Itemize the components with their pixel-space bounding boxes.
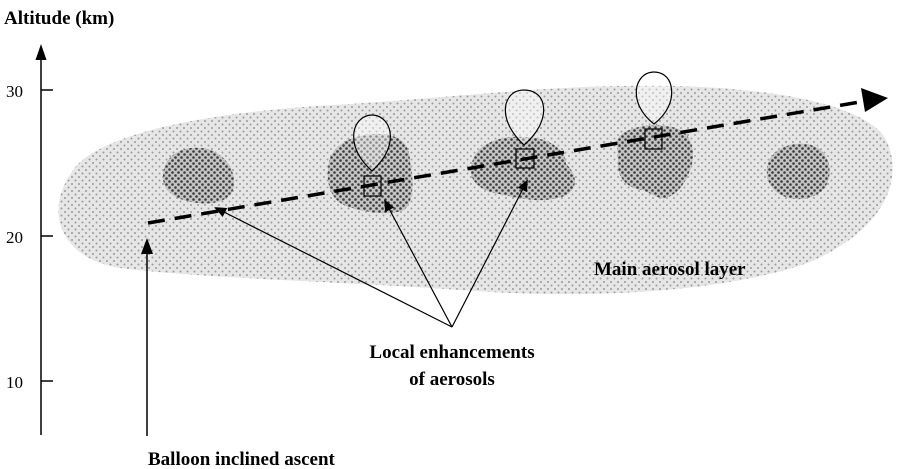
enhancement-pointers [214, 179, 528, 328]
pointer-arrow-2 [384, 199, 453, 328]
axis-title: Altitude (km) [4, 8, 114, 29]
axis-arrowhead-icon [35, 44, 47, 60]
balloon-3-gondola-icon [644, 128, 663, 150]
local-enhancements-label: Local enhancements [369, 342, 534, 363]
balloon-3-envelope-icon [635, 71, 673, 125]
trajectory-dashed-line [147, 100, 861, 225]
ascent-arrow [141, 238, 153, 436]
tick-label-20: 20 [6, 228, 23, 247]
local-enhancement-blobs [162, 125, 830, 214]
pointer-arrow-1 [214, 207, 453, 328]
enhancement-blob-4 [617, 125, 694, 199]
balloons [353, 71, 673, 197]
enhancement-blob-2 [327, 134, 413, 214]
altitude-axis: 30 20 10 Altitude (km) [4, 8, 114, 435]
balloon-2-envelope-icon [504, 89, 545, 146]
pointer-arrow-3 [451, 179, 528, 328]
balloon-1-envelope-icon [353, 114, 391, 172]
balloon-3 [635, 71, 673, 150]
tick-label-30: 30 [6, 82, 23, 101]
enhancement-blob-5 [766, 143, 830, 200]
balloon-trajectory [147, 88, 888, 225]
balloon-ascent-label: Balloon inclined ascent [148, 449, 336, 469]
ascent-arrowhead-icon [141, 238, 153, 254]
enhancement-blob-1 [162, 147, 235, 204]
main-aerosol-layer-label: Main aerosol layer [594, 259, 746, 280]
tick-label-10: 10 [6, 373, 23, 392]
trajectory-arrowhead-icon [861, 88, 888, 112]
local-enhancements-label-line2: of aerosols [409, 369, 495, 390]
